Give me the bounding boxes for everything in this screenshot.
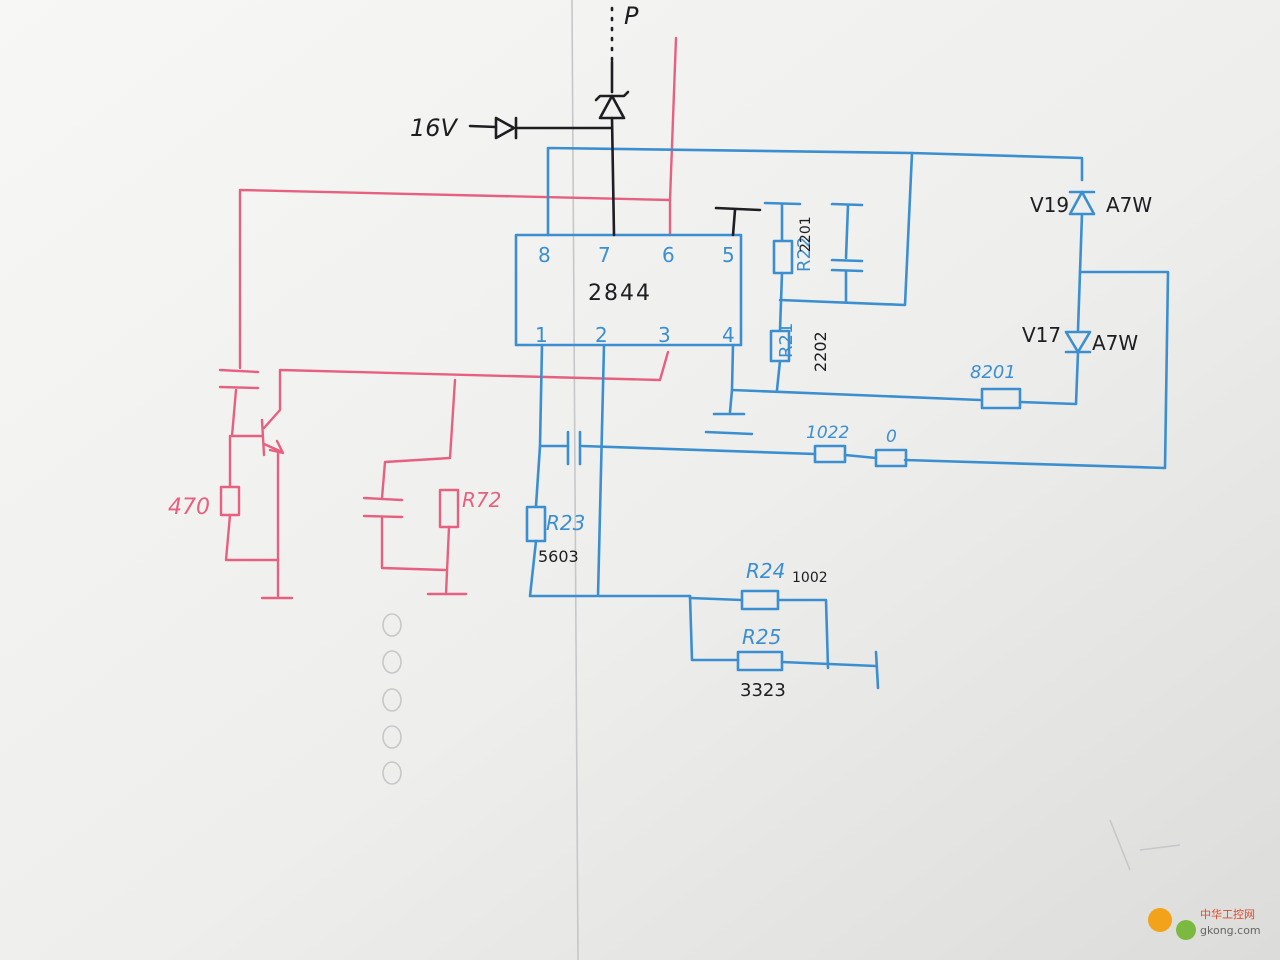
- wire-r24-r25-left: [688, 594, 740, 662]
- transistor-base-bar: [260, 418, 266, 457]
- label-r72: R72: [462, 488, 501, 512]
- power-input: P 16V: [410, 2, 639, 237]
- pin-4: 4: [722, 323, 735, 347]
- label-r22: R22: [794, 237, 815, 272]
- wire-cap-bottom: [380, 516, 447, 572]
- cap-plate-a: [830, 258, 864, 263]
- watermark-cn: 中华工控网: [1200, 907, 1255, 921]
- wire-8201-v17: [1018, 350, 1080, 406]
- ic-label: 2844: [588, 281, 652, 306]
- diode-16v-body: [494, 116, 516, 140]
- label-p: P: [624, 2, 639, 30]
- wire-r24-right: [776, 598, 830, 670]
- wire-v17-top: [1076, 270, 1082, 332]
- pin-7: 7: [598, 243, 611, 267]
- pin-5: 5: [722, 243, 735, 267]
- transistor-emitter-arrow: [268, 439, 285, 455]
- label-v17: V17: [1022, 323, 1061, 347]
- gear-icon-small: [1176, 920, 1196, 940]
- wire-v19-v17: [903, 212, 1170, 470]
- wire-r25-right: [780, 660, 878, 668]
- transistor-emitter: [262, 442, 284, 454]
- label-r22-value: 2201: [798, 216, 814, 252]
- pin-1: 1: [535, 323, 548, 347]
- label-8201: 8201: [970, 362, 1016, 383]
- wire-rail-drop: [778, 151, 914, 307]
- wire-r24-left: [688, 596, 744, 602]
- wire-r22-r21: [778, 271, 784, 332]
- wire-r23-bottom: [528, 539, 598, 598]
- ground-bar-pin5: [714, 206, 762, 212]
- ground-bar-pin4-b: [704, 430, 754, 436]
- zener-diode-bar: [594, 90, 630, 102]
- diode-v17-body: [1064, 330, 1092, 354]
- label-470: 470: [168, 495, 210, 520]
- label-0: 0: [886, 427, 897, 447]
- wire-pin1-r23: [534, 444, 542, 508]
- wire-pin2: [596, 343, 692, 598]
- label-r23: R23: [546, 511, 585, 535]
- ground-bar-r25: [874, 650, 880, 690]
- wire-r72-bottom: [444, 525, 451, 596]
- pin-6: 6: [662, 243, 675, 267]
- paper-bleed-through: [382, 0, 1181, 960]
- label-v19-value: A7W: [1106, 193, 1152, 217]
- wire-pin5-ground: [731, 208, 737, 237]
- gear-icon: [1148, 908, 1172, 932]
- label-r25-value: 3323: [740, 680, 786, 701]
- wire-cap-1022: [580, 444, 817, 456]
- label-r21-value: 2202: [811, 331, 830, 372]
- wire-vertical-red-top: [668, 36, 678, 202]
- label-r23-value: 5603: [538, 547, 579, 566]
- wire-470-to-ground: [224, 513, 280, 562]
- watermark-url: gkong.com: [1200, 924, 1261, 937]
- gate-drive-network: 470 R72: [168, 36, 678, 600]
- black-annotations: 2844 V19 A7W V17 A7W 2201 2202 5603 1002…: [538, 193, 1152, 701]
- cap-plate-2: [362, 514, 404, 519]
- resistor-8201: [980, 387, 1022, 410]
- transistor-collector: [262, 350, 670, 430]
- ic-2844-body: [514, 233, 743, 347]
- cap-plate-1: [362, 496, 404, 502]
- wire-1022-0: [843, 453, 878, 460]
- gate-capacitor-plate-bottom: [218, 385, 260, 390]
- label-1022: 1022: [806, 423, 849, 443]
- pin-8: 8: [538, 243, 551, 267]
- label-r24-value: 1002: [792, 570, 828, 586]
- wire-pin7: [610, 116, 616, 237]
- label-16v: 16V: [410, 114, 459, 142]
- watermark: 中华工控网 gkong.com: [1148, 907, 1261, 940]
- wire-r72-top: [380, 378, 457, 500]
- wire-16v: [468, 124, 498, 129]
- wire-pin4-ground: [728, 388, 734, 414]
- label-v17-value: A7W: [1092, 331, 1138, 355]
- pin-2: 2: [595, 323, 608, 347]
- wire-cap-top: [844, 203, 850, 260]
- wire-cap-to-node: [230, 388, 264, 438]
- wire-r21-bottom: [775, 359, 782, 392]
- label-r24: R24: [746, 559, 785, 583]
- label-r21: R21: [776, 323, 797, 358]
- wire-pin6-to-gate: [238, 188, 672, 370]
- label-v19: V19: [1030, 193, 1069, 217]
- pin-3: 3: [658, 323, 671, 347]
- label-r25: R25: [742, 625, 781, 649]
- gate-capacitor-plate-top: [218, 368, 260, 374]
- control-network: 8 7 6 5 1 2 3 4 R21 R22 8201 1022 0 R23 …: [514, 146, 1170, 690]
